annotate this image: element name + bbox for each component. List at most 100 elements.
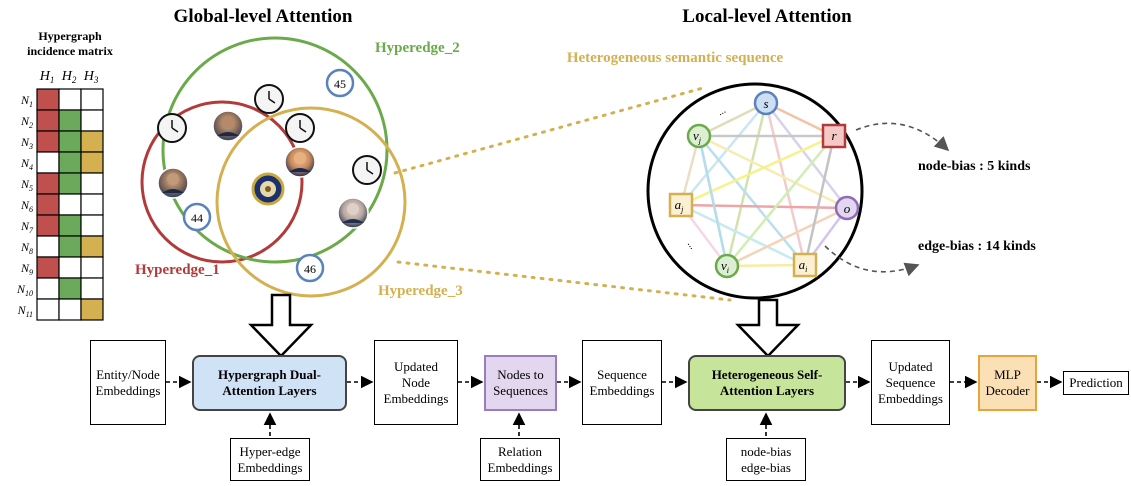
local-title: Local-level Attention: [682, 6, 852, 27]
hypergraph-dual-attention-box: Hypergraph Dual-Attention Layers: [192, 355, 347, 411]
svg-text:s: s: [763, 96, 768, 111]
node-r: r: [821, 123, 847, 149]
node-bias-label: node-bias : 5 kinds: [918, 159, 1031, 174]
node-aj: aj: [668, 192, 694, 218]
incidence-col-headers: H1 H2 H3: [39, 69, 99, 85]
col-header-sub: 1: [50, 75, 55, 85]
row-label: N11: [17, 303, 33, 319]
node-45: 45: [325, 68, 355, 98]
matrix-cell: [58, 235, 82, 258]
col-header-h: H: [39, 69, 51, 84]
incidence-title-line1: Hypergraph: [38, 29, 102, 43]
matrix-cell: [58, 130, 82, 153]
svg-text:r: r: [831, 128, 837, 143]
node-vj: vj: [686, 123, 712, 149]
prediction-box: Prediction: [1063, 371, 1129, 395]
row-label: N7: [20, 219, 34, 235]
incidence-title-line2: incidence matrix: [27, 44, 113, 58]
node-46: 46: [295, 253, 325, 283]
hyperedge-3-label: Hyperedge_3: [378, 283, 463, 299]
matrix-cell: [80, 130, 104, 153]
matrix-cell: [80, 193, 104, 216]
matrix-cell: [58, 109, 82, 132]
svg-text:o: o: [844, 201, 851, 216]
svg-text:45: 45: [334, 77, 346, 91]
matrix-cell: [80, 88, 104, 111]
portrait-icon: [212, 110, 244, 142]
hyperedge-2-label: Hyperedge_2: [375, 40, 460, 56]
matrix-cell: [36, 235, 60, 258]
matrix-cell: [58, 277, 82, 300]
row-label: N10: [16, 282, 33, 298]
matrix-cell: [58, 256, 82, 279]
matrix-cell: [58, 151, 82, 174]
node-vi: vi: [714, 253, 740, 279]
col-header-sub: 3: [93, 75, 99, 85]
svg-text:44: 44: [191, 211, 203, 225]
row-label: N4: [20, 156, 33, 172]
matrix-cell: [80, 235, 104, 258]
hyperedge-1-label: Hyperedge_1: [135, 262, 220, 278]
matrix-cell: [36, 193, 60, 216]
matrix-cell: [36, 109, 60, 132]
node-o: o: [834, 195, 860, 221]
col-header-h: H: [83, 69, 95, 84]
portrait-icon: [337, 197, 369, 229]
clock-icon: [352, 155, 382, 185]
matrix-cell: [80, 109, 104, 132]
matrix-cell: [80, 214, 104, 237]
hyperedge-1-circle: [140, 100, 304, 264]
heterogeneous-self-attention-box: Heterogeneous Self-Attention Layers: [688, 355, 846, 411]
svg-text:46: 46: [304, 262, 316, 276]
matrix-cell: [80, 256, 104, 279]
matrix-cell: [80, 151, 104, 174]
matrix-cell: [36, 130, 60, 153]
svg-text:vi: vi: [721, 258, 729, 275]
clock-icon: [285, 113, 315, 143]
svg-text:H2: H2: [61, 69, 77, 85]
col-header-sub: 2: [72, 75, 77, 85]
row-label: N5: [20, 177, 33, 193]
matrix-cell: [36, 256, 60, 279]
matrix-cell: [80, 298, 104, 321]
node-bias-arrow: [855, 122, 950, 152]
matrix-cell: [36, 214, 60, 237]
svg-text:H1: H1: [39, 69, 55, 85]
matrix-cell: [36, 172, 60, 195]
edge-bias-arrow: [824, 245, 920, 277]
row-label: N1: [20, 93, 33, 109]
matrix-cell: [58, 88, 82, 111]
node-ai: ai: [792, 252, 818, 278]
svg-text:H3: H3: [83, 69, 99, 85]
svg-text:vj: vj: [693, 128, 702, 145]
dots-top: ...: [716, 105, 728, 118]
zoom-line-top: [393, 86, 705, 175]
matrix-cell: [58, 193, 82, 216]
node-44: 44: [182, 202, 212, 232]
clock-icon: [254, 84, 284, 114]
matrix-cell: [80, 277, 104, 300]
matrix-cell: [36, 88, 60, 111]
matrix-cell: [36, 298, 60, 321]
row-label: N8: [20, 240, 33, 256]
clock-icon: [157, 113, 187, 143]
portrait-icon: [157, 167, 189, 199]
node-s: s: [753, 90, 779, 116]
svg-text:ai: ai: [799, 257, 808, 274]
matrix-cell: [58, 172, 82, 195]
seal-icon: [251, 172, 285, 206]
matrix-cell: [80, 172, 104, 195]
sequence-title: Heterogeneous semantic sequence: [567, 50, 784, 66]
hyperedge-3-circle: [215, 106, 407, 298]
matrix-cell: [36, 277, 60, 300]
row-label: N3: [20, 135, 33, 151]
down-arrow-local: [735, 298, 801, 358]
